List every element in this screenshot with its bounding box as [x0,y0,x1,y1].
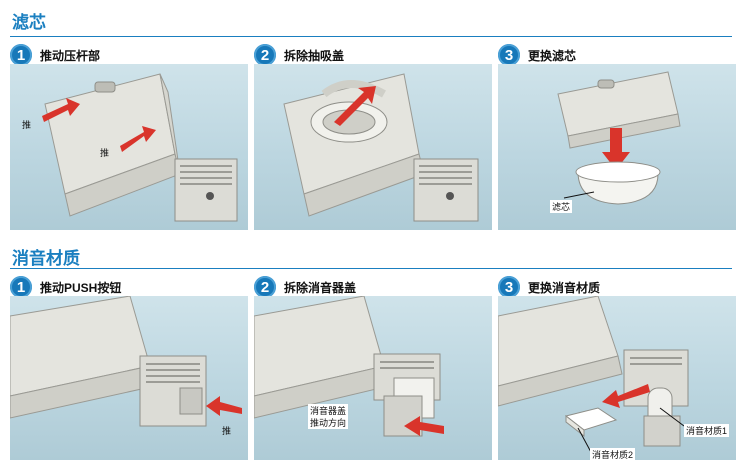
silencer-material-1-label: 消音材质1 [684,424,730,437]
section-divider [10,36,732,37]
silencer-cover-label: 消音器盖 [308,404,349,417]
step-title: 拆除抽吸盖 [284,49,345,63]
step-title: 推动压杆部 [40,49,101,63]
step-title: 更换消音材质 [528,281,601,295]
step-remove-cover: 2 拆除抽吸盖 [254,44,492,230]
section-divider [10,268,732,269]
push-label: 推 [222,426,232,436]
step-replace-silencer: 3 更换消音材质 消音材质1 消音材质2 [498,276,736,462]
section-title-filter: 滤芯 [12,13,46,32]
step-number-badge: 1 [10,44,32,66]
step-title: 推动PUSH按钮 [40,281,122,295]
unit-illustration [254,296,444,437]
step-illustration: 滤芯 [498,64,736,230]
push-label: 推 [22,120,32,130]
step-number-badge: 3 [498,276,520,298]
push-direction-label: 推动方向 [308,416,349,429]
step-illustration: 消音材质1 消音材质2 [498,296,736,460]
unit-illustration [10,296,242,427]
step-illustration: 消音器盖 推动方向 [254,296,492,460]
step-replace-filter: 3 更换滤芯 滤芯 [498,44,736,230]
step-number-badge: 2 [254,44,276,66]
push-label-2: 推 [100,148,110,158]
step-illustration: 推 推 [10,64,248,230]
section-title-silencer: 消音材质 [12,249,80,268]
step-push-lever: 1 推动压杆部 推 推 [10,44,248,230]
step-title: 更换滤芯 [528,49,577,63]
step-remove-silencer-cover: 2 拆除消音器盖 消音器盖 推动方向 [254,276,492,462]
unit-illustration [498,296,689,455]
step-illustration [254,64,492,230]
step-illustration: 推 [10,296,248,460]
unit-illustration [42,73,238,222]
step-push-button: 1 推动PUSH按钮 推 [10,276,248,462]
step-number-badge: 1 [10,276,32,298]
filter-label: 滤芯 [550,200,573,213]
step-number-badge: 3 [498,44,520,66]
unit-illustration [557,71,681,205]
unit-illustration [283,73,479,222]
silencer-material-2-label: 消音材质2 [590,448,636,460]
step-number-badge: 2 [254,276,276,298]
step-title: 拆除消音器盖 [284,281,357,295]
